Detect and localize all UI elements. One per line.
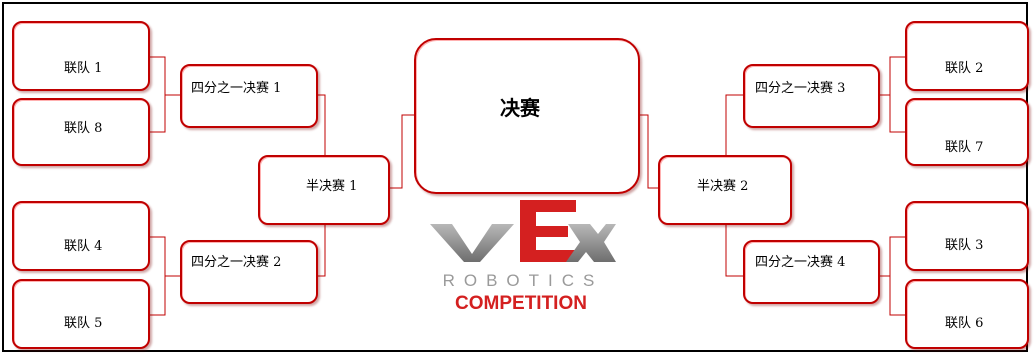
team-box-6: 联队 6: [905, 279, 1029, 349]
team-box-8: 联队 8: [12, 98, 150, 166]
final-box: 决赛: [414, 38, 640, 194]
team-label: 联队 3: [945, 238, 984, 253]
semifinal-box-1: 半决赛 1: [258, 155, 390, 225]
connector-qf3-sf2: [725, 94, 743, 170]
semifinal-label: 半决赛 2: [697, 179, 749, 194]
team-box-3: 联队 3: [905, 201, 1029, 271]
team-label: 联队 7: [945, 140, 984, 155]
quarterfinal-box-3: 四分之一决赛 3: [743, 64, 880, 128]
semifinal-box-2: 半决赛 2: [658, 155, 792, 225]
quarterfinal-label: 四分之一决赛 4: [755, 255, 846, 270]
team-label: 联队 4: [64, 239, 103, 254]
logo-letter-v: [430, 224, 514, 262]
team-label: 联队 1: [64, 61, 103, 76]
final-label: 决赛: [500, 96, 540, 120]
quarterfinal-box-1: 四分之一决赛 1: [180, 64, 318, 128]
team-box-2: 联队 2: [905, 21, 1029, 91]
team-box-7: 联队 7: [905, 98, 1029, 166]
connector-t2-t7: [889, 56, 905, 133]
connector-qf4-sf2: [725, 224, 743, 277]
quarterfinal-box-4: 四分之一决赛 4: [743, 240, 880, 304]
quarterfinal-label: 四分之一决赛 3: [755, 81, 846, 96]
quarterfinal-box-2: 四分之一决赛 2: [180, 240, 318, 304]
connector-t4-t5: [150, 236, 166, 316]
connector-t1-t8: [150, 56, 166, 133]
logo-text-robotics: ROBOTICS: [443, 271, 604, 290]
semifinal-label: 半决赛 1: [306, 179, 358, 194]
bracket-frame: [2, 2, 1028, 352]
connector-t3-t6: [889, 236, 905, 316]
team-box-4: 联队 4: [12, 201, 150, 271]
connector-sf2-final: [640, 114, 658, 189]
team-label: 联队 5: [64, 316, 103, 331]
logo-letter-x: [566, 224, 616, 262]
team-label: 联队 8: [64, 121, 103, 136]
team-box-5: 联队 5: [12, 279, 150, 349]
team-label: 联队 2: [945, 61, 984, 76]
connector-sf1-final: [390, 114, 414, 189]
team-box-1: 联队 1: [12, 21, 150, 91]
vex-logo: ROBOTICS COMPETITION: [428, 196, 618, 316]
connector-qf2-sf1: [318, 224, 326, 277]
quarterfinal-label: 四分之一决赛 1: [191, 81, 282, 96]
connector-qf1-sf1: [318, 94, 326, 170]
vex-logo-mark: ROBOTICS COMPETITION: [430, 200, 616, 314]
logo-letter-e: [520, 200, 576, 262]
quarterfinal-label: 四分之一决赛 2: [191, 255, 282, 270]
team-label: 联队 6: [945, 316, 984, 331]
logo-text-competition: COMPETITION: [455, 293, 587, 314]
